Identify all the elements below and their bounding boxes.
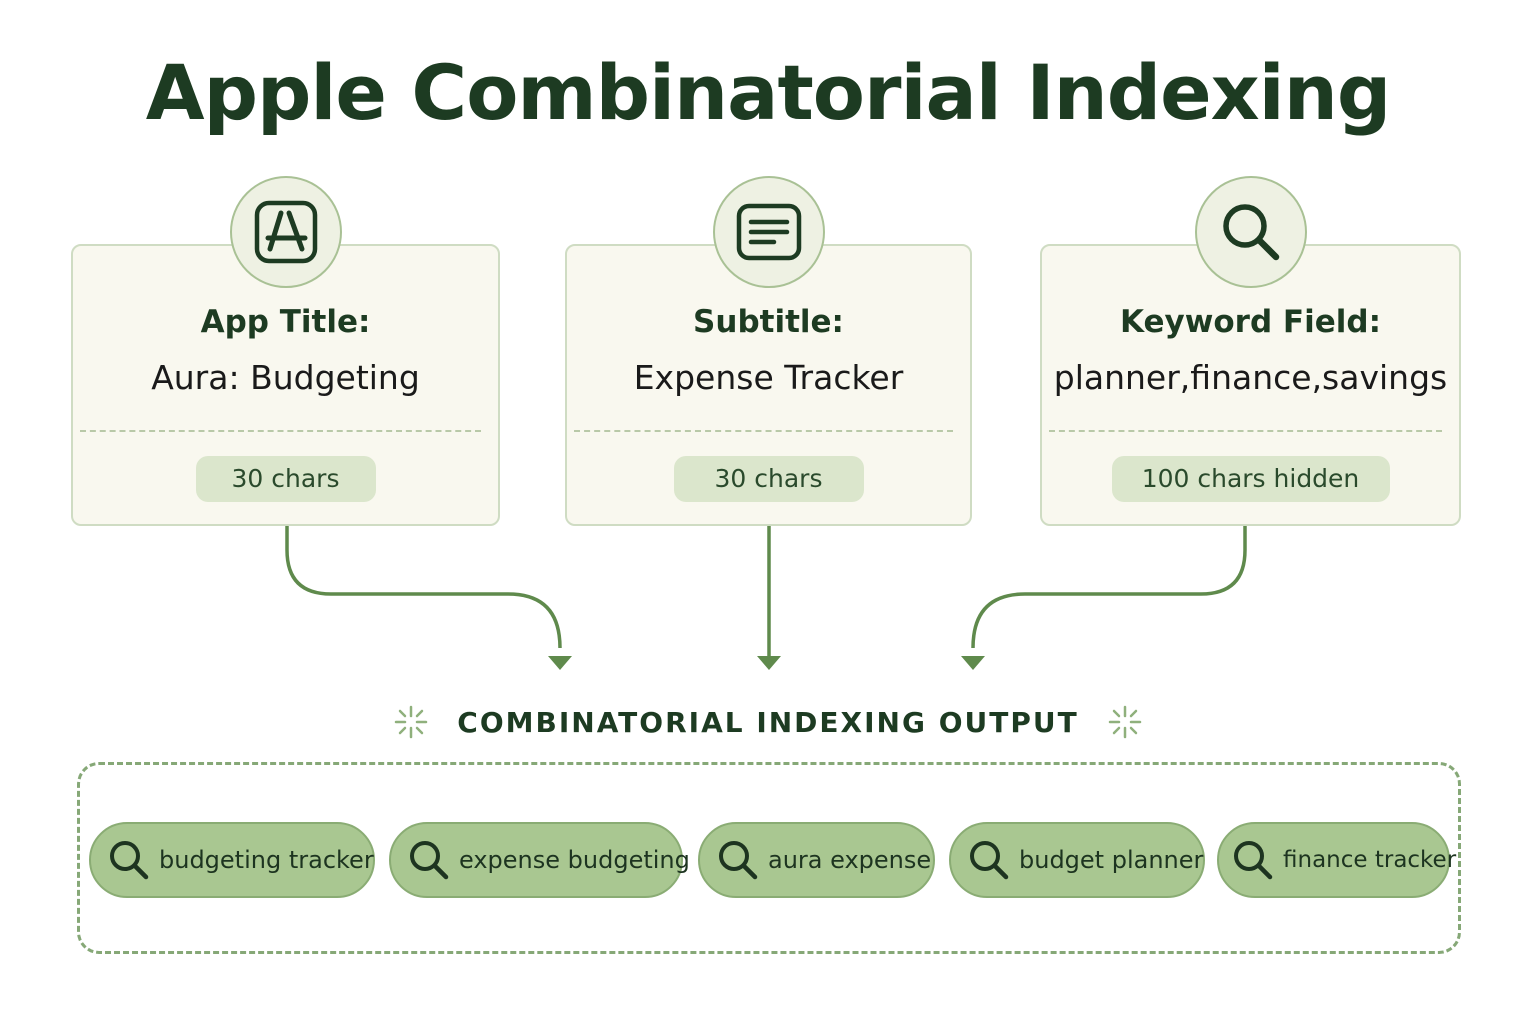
- divider: [574, 430, 953, 432]
- search-result-pill[interactable]: finance tracker: [1217, 822, 1456, 898]
- card-label: Keyword Field:: [1120, 304, 1381, 340]
- arrow-subtitle-head: [757, 656, 781, 670]
- search-icon: [970, 841, 1009, 880]
- search-icon: [110, 841, 149, 880]
- result-label: finance tracker: [1283, 847, 1457, 873]
- char-limit-badge: 30 chars: [195, 456, 376, 502]
- arrow-title: [285, 526, 562, 649]
- card-value: Aura: Budgeting: [151, 358, 420, 397]
- page-title: Apple Combinatorial Indexing: [145, 48, 1391, 137]
- divider: [1049, 430, 1442, 432]
- card-label: App Title:: [200, 304, 371, 340]
- sparkle-icon: [395, 705, 428, 739]
- divider: [80, 430, 481, 432]
- document-lines-icon: [712, 176, 825, 288]
- result-label: budget planner: [1019, 846, 1204, 874]
- search-result-pill[interactable]: budgeting tracker: [89, 822, 375, 898]
- app-title-card: App Title: Aura: Budgeting 30 chars: [71, 176, 500, 526]
- subtitle-card: Subtitle: Expense Tracker 30 chars: [565, 176, 972, 526]
- result-label: aura expense: [768, 846, 932, 874]
- search-icon: [719, 841, 758, 880]
- search-result-pill[interactable]: aura expense: [698, 822, 935, 898]
- char-limit-badge: 30 chars: [673, 456, 864, 502]
- card-value: Expense Tracker: [633, 358, 904, 397]
- char-limit-badge: 100 chars hidden: [1111, 456, 1390, 502]
- arrow-keyword-head: [961, 656, 985, 670]
- search-result-pill[interactable]: budget planner: [949, 822, 1205, 898]
- arrow-keyword: [971, 526, 1247, 649]
- result-label: budgeting tracker: [159, 846, 374, 874]
- search-icon: [1234, 841, 1273, 880]
- search-icon: [410, 841, 449, 880]
- arrow-title-head: [548, 656, 572, 670]
- search-result-pill[interactable]: expense budgeting: [389, 822, 690, 898]
- result-label: expense budgeting: [459, 846, 690, 874]
- keyword-field-card: Keyword Field: planner,finance,savings 1…: [1040, 176, 1461, 526]
- sparkle-icon: [1108, 705, 1141, 739]
- output-title: COMBINATORIAL INDEXING OUTPUT: [457, 705, 1079, 739]
- app-store-icon: [229, 176, 342, 288]
- output-container: [77, 762, 1461, 954]
- card-value: planner,finance,savings: [1053, 358, 1448, 397]
- card-label: Subtitle:: [693, 304, 844, 340]
- output-header: COMBINATORIAL INDEXING OUTPUT: [0, 704, 1536, 740]
- search-icon: [1194, 176, 1307, 288]
